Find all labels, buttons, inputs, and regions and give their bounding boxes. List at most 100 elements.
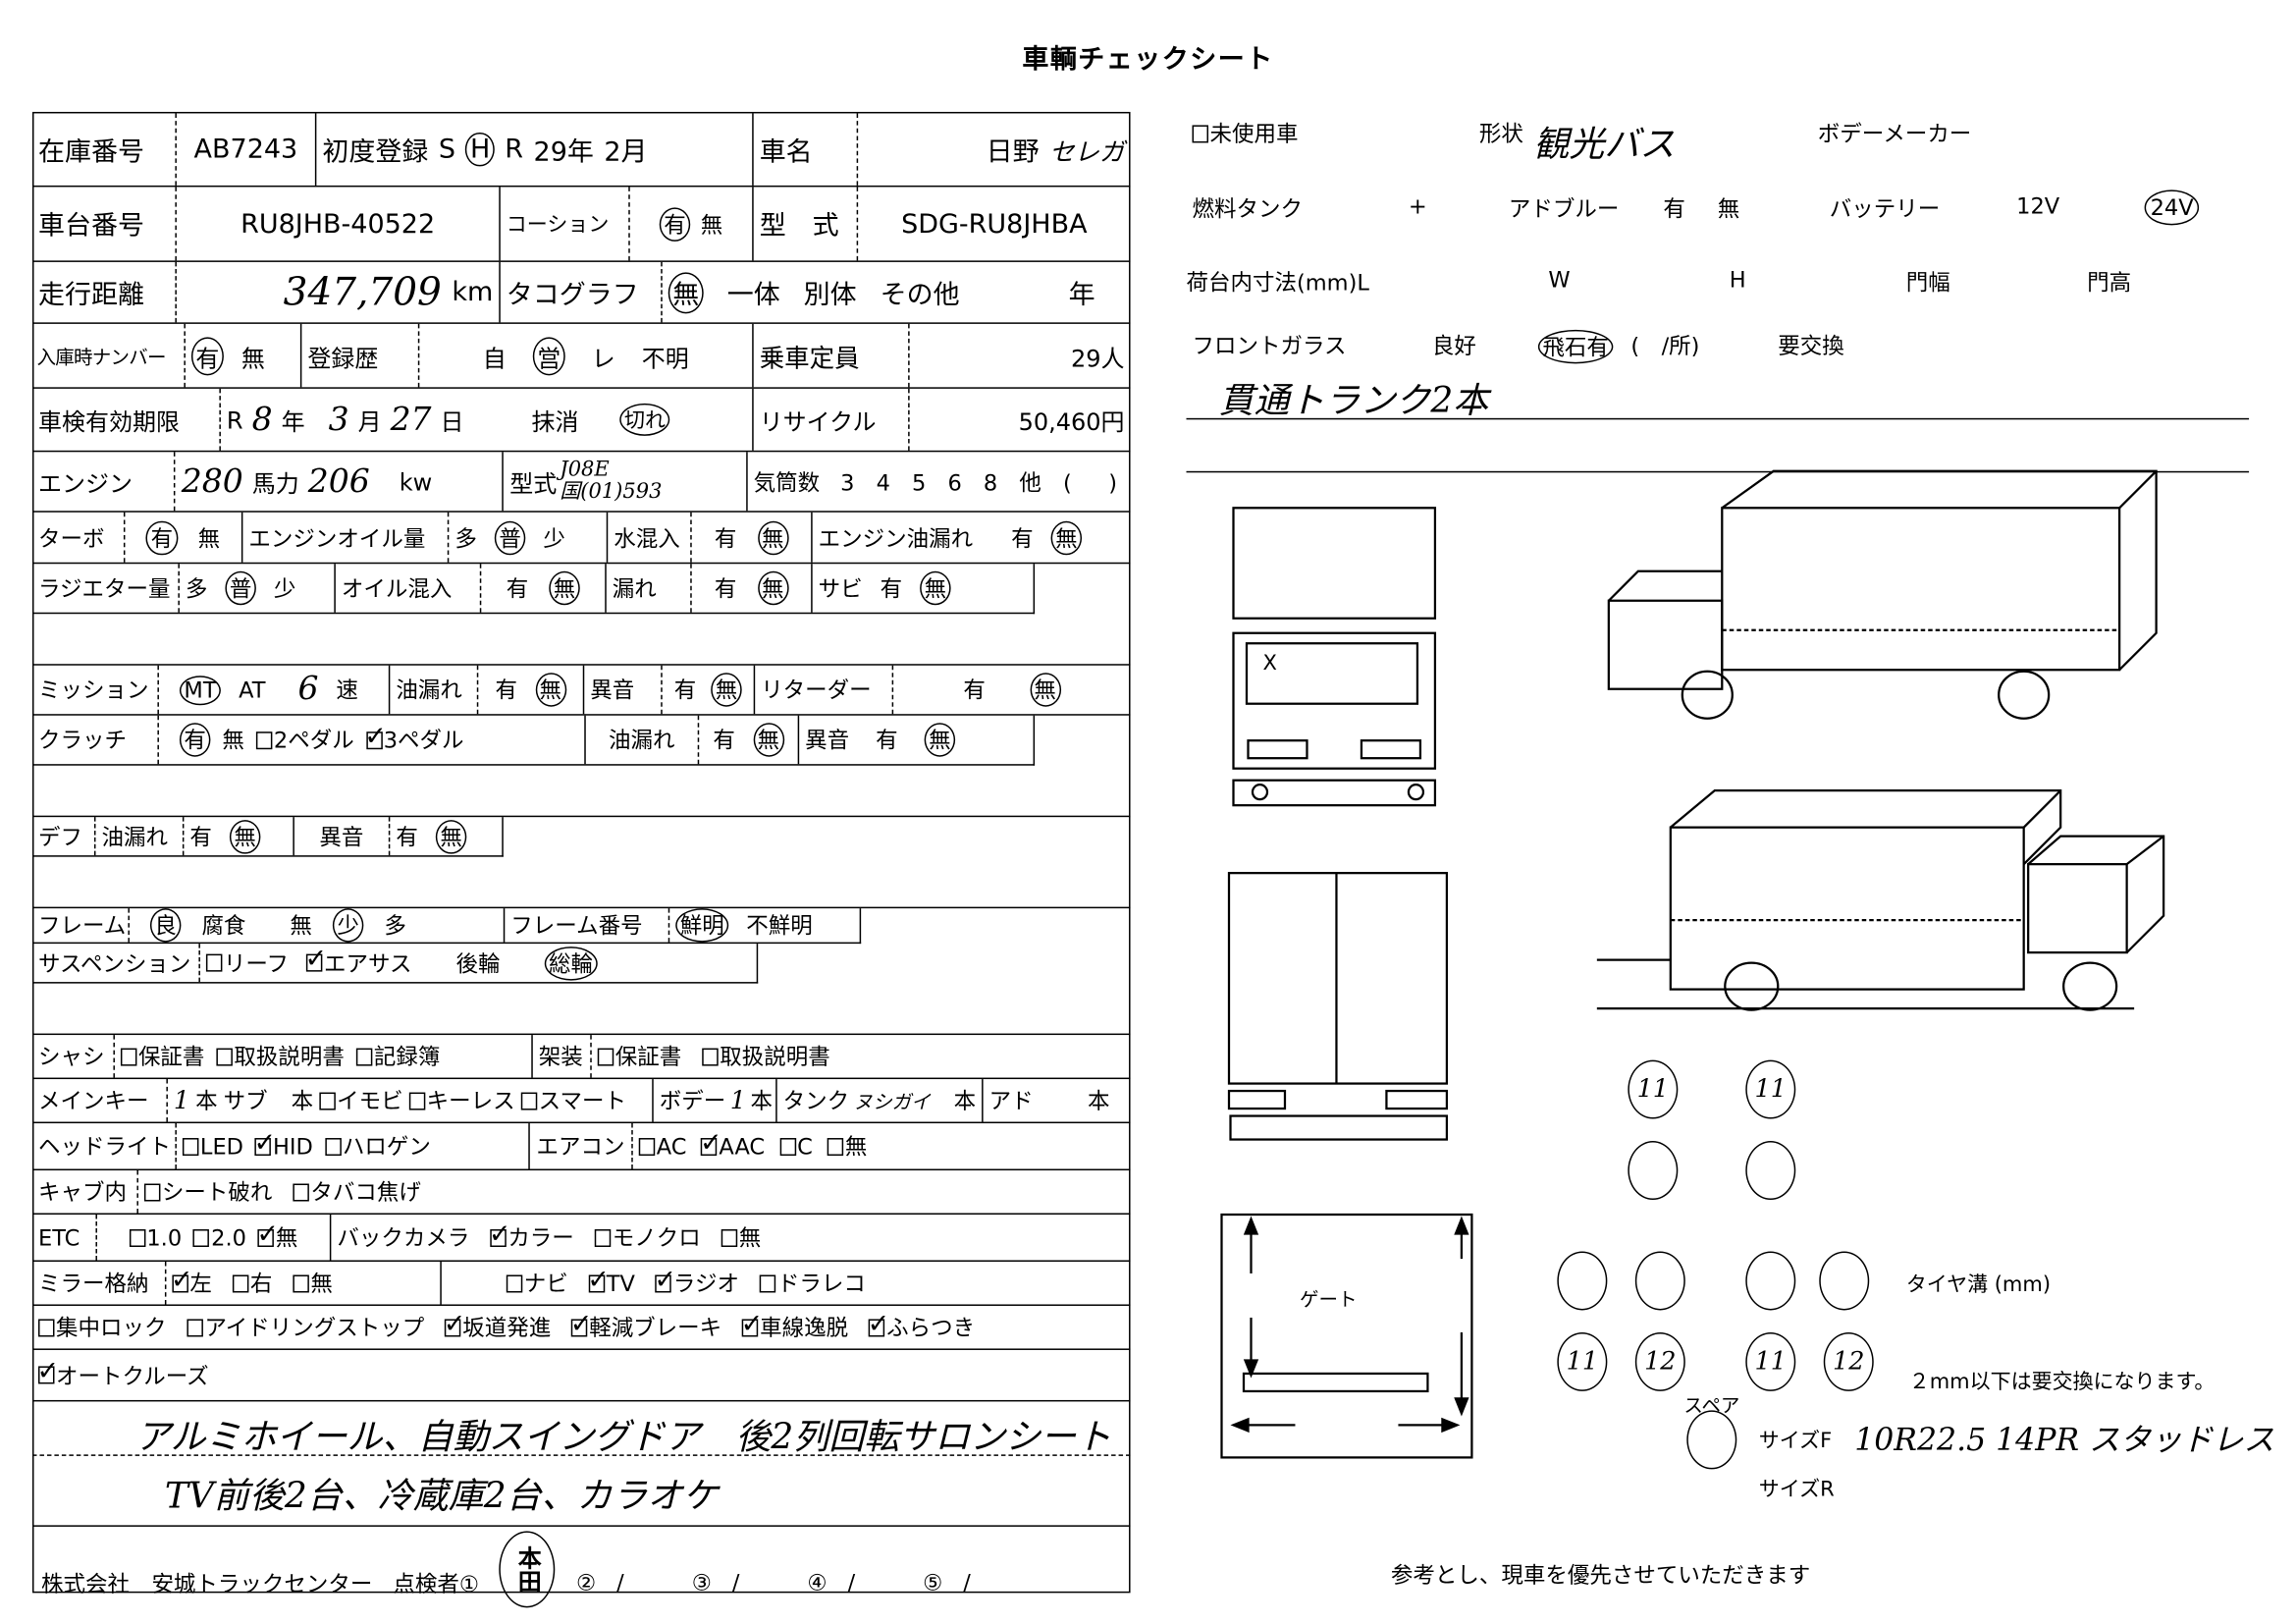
checkbox-icon[interactable] <box>759 1273 776 1292</box>
checkbox-mirror-none[interactable]: 無 <box>293 1268 333 1298</box>
checkbox-central-lock[interactable]: 集中ロック <box>37 1312 166 1342</box>
option: 不鮮明 <box>746 912 813 940</box>
checkbox-body-manual[interactable]: 取扱説明書 <box>702 1041 830 1071</box>
inspection-day: 27 <box>390 401 432 439</box>
checkbox-icon[interactable] <box>587 1264 610 1294</box>
checkbox-icon[interactable] <box>255 731 273 749</box>
checkbox-aac[interactable]: AAC <box>700 1127 765 1160</box>
engine-label: エンジン <box>32 452 176 512</box>
checkbox-icon[interactable] <box>594 1228 612 1247</box>
checkbox-tv[interactable]: TV <box>587 1264 635 1296</box>
checkbox-icon[interactable] <box>187 1318 203 1336</box>
checkbox-halogen[interactable]: ハロゲン <box>324 1131 431 1162</box>
tire-rear: 11 <box>1557 1331 1608 1391</box>
checkbox-label: AC <box>656 1132 687 1160</box>
checkbox-3-pedal[interactable]: 3ペダル <box>364 721 463 755</box>
checkbox-icon[interactable] <box>319 1091 336 1110</box>
checkbox-icon[interactable] <box>305 944 328 974</box>
checkbox-led[interactable]: LED <box>182 1133 243 1160</box>
unused-vehicle[interactable]: 未使用車 <box>1192 118 1298 148</box>
checkbox-icon[interactable] <box>182 1137 199 1156</box>
checkbox-etc-1[interactable]: 1.0 <box>129 1224 182 1251</box>
checkbox-record-book[interactable]: 記録簿 <box>355 1041 440 1071</box>
option: 有 <box>189 823 212 850</box>
checkbox-icon[interactable] <box>253 1127 276 1158</box>
checkbox-icon[interactable] <box>36 1356 59 1386</box>
checkbox-icon[interactable] <box>120 1047 137 1065</box>
checkbox-icon[interactable] <box>408 1091 426 1110</box>
option: 有 <box>506 575 529 603</box>
checkbox-drowsiness[interactable]: ふらつき <box>868 1308 975 1342</box>
checkbox-icon[interactable] <box>827 1137 844 1156</box>
option: 有 <box>396 823 418 850</box>
checkbox-icon[interactable] <box>444 1308 466 1338</box>
checkbox-etc-none[interactable]: 無 <box>256 1218 297 1253</box>
checkbox-icon[interactable] <box>597 1047 614 1065</box>
checkbox-icon[interactable] <box>868 1308 890 1338</box>
checkbox-smart[interactable]: スマート <box>520 1085 626 1115</box>
checkbox-icon[interactable] <box>506 1273 523 1292</box>
checkbox-seat-torn[interactable]: シート破れ <box>143 1176 272 1207</box>
checkbox-body-warranty[interactable]: 保証書 <box>597 1041 681 1071</box>
checkbox-radio[interactable]: ラジオ <box>654 1264 739 1298</box>
checkbox-icon[interactable] <box>193 1228 210 1247</box>
checkbox-label: モノクロ <box>612 1224 701 1252</box>
checkbox-mono[interactable]: モノクロ <box>594 1222 701 1253</box>
checkbox-air[interactable]: エアサス <box>305 944 412 978</box>
checkbox-none[interactable]: 無 <box>827 1131 867 1162</box>
reg-history-option: 不明 <box>641 344 689 372</box>
checkbox-burn[interactable]: タバコ焦げ <box>293 1176 421 1207</box>
checkbox-icon[interactable] <box>171 1264 193 1294</box>
checkbox-c[interactable]: C <box>779 1133 813 1160</box>
checkbox-color[interactable]: カラー <box>489 1218 574 1253</box>
checkbox-icon[interactable] <box>293 1273 309 1292</box>
checkbox-hid[interactable]: HID <box>253 1127 312 1160</box>
checkbox-icon[interactable] <box>256 1218 279 1249</box>
checkbox-icon[interactable] <box>216 1047 233 1065</box>
checkbox-dashcam[interactable]: ドラレコ <box>759 1268 866 1298</box>
checkbox-icon[interactable] <box>654 1264 676 1294</box>
checkbox-ac[interactable]: AC <box>638 1132 687 1160</box>
checkbox-lane-departure[interactable]: 車線逸脱 <box>741 1308 848 1342</box>
checkbox-icon[interactable] <box>37 1318 55 1336</box>
checkbox-icon[interactable] <box>702 1047 719 1065</box>
checkbox-icon[interactable] <box>205 953 223 972</box>
checkbox-icon[interactable] <box>489 1218 511 1249</box>
checkbox-icon[interactable] <box>520 1091 538 1110</box>
checkbox-warranty[interactable]: 保証書 <box>120 1041 204 1071</box>
checkbox-camera-none[interactable]: 無 <box>721 1222 761 1253</box>
checkbox-navi[interactable]: ナビ <box>506 1268 568 1298</box>
checkbox-icon[interactable] <box>570 1308 593 1338</box>
checkbox-icon[interactable] <box>1192 124 1209 142</box>
checkbox-right[interactable]: 右 <box>232 1268 272 1298</box>
checkbox-brake-assist[interactable]: 軽減ブレーキ <box>570 1308 721 1342</box>
checkbox-icon[interactable] <box>355 1047 373 1065</box>
checkbox-icon[interactable] <box>364 721 387 751</box>
checkbox-icon[interactable] <box>779 1137 796 1156</box>
checkbox-icon[interactable] <box>638 1137 656 1156</box>
clutch-leak-options: 有 無 <box>699 715 800 765</box>
checkbox-left[interactable]: 左 <box>171 1264 212 1298</box>
checkbox-manual[interactable]: 取扱説明書 <box>216 1041 345 1071</box>
checkbox-etc-2[interactable]: 2.0 <box>193 1224 246 1251</box>
checkbox-keyless[interactable]: キーレス <box>408 1085 515 1115</box>
checkbox-idling-stop[interactable]: アイドリングストップ <box>187 1312 424 1342</box>
checkbox-icon[interactable] <box>129 1228 145 1247</box>
option: AT <box>239 676 266 703</box>
option: 有 <box>673 677 697 704</box>
checkbox-icon[interactable] <box>700 1127 722 1158</box>
row-cruise: オートクルーズ <box>31 1350 1131 1402</box>
checkbox-2-pedal[interactable]: 2ペダル <box>255 725 354 755</box>
checkbox-icon[interactable] <box>293 1182 309 1201</box>
checkbox-icon[interactable] <box>232 1273 249 1292</box>
checkbox-leaf[interactable]: リーフ <box>205 947 289 978</box>
checkbox-auto-cruise[interactable]: オートクルーズ <box>36 1356 208 1390</box>
checkbox-icon[interactable] <box>721 1228 738 1247</box>
diff-label: デフ <box>32 817 96 856</box>
checkbox-hill-start[interactable]: 坂道発進 <box>444 1308 551 1342</box>
checkbox-immobilizer[interactable]: イモビ <box>319 1085 403 1115</box>
checkbox-icon[interactable] <box>741 1308 764 1338</box>
checkbox-icon[interactable] <box>324 1137 342 1156</box>
stock-no-label: 在庫番号 <box>32 113 177 186</box>
checkbox-icon[interactable] <box>143 1182 161 1201</box>
